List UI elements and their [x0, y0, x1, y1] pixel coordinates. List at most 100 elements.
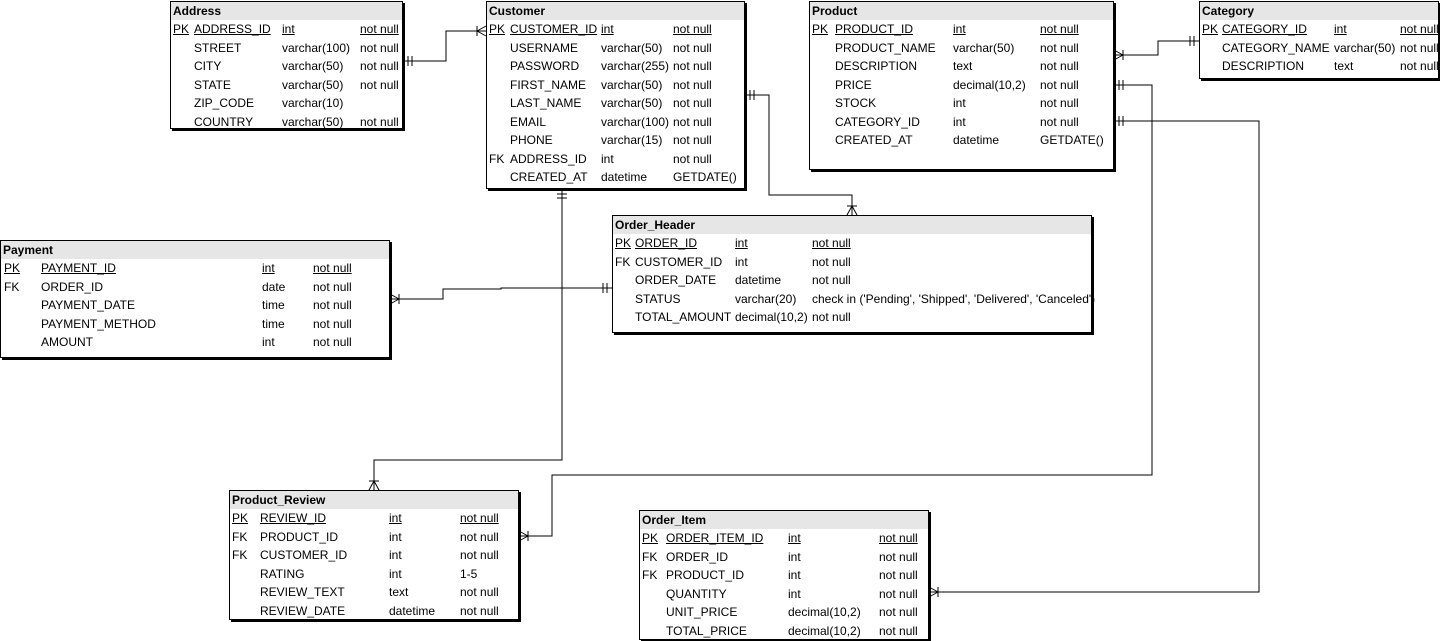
column-constraint: not null: [313, 316, 352, 331]
column-key: FK: [4, 279, 20, 294]
column-constraint: not null: [360, 114, 399, 129]
column-constraint: check in ('Pending', 'Shipped', 'Deliver…: [812, 291, 1096, 306]
column-name: DESCRIPTION: [835, 59, 918, 73]
column-name: ORDER_DATE: [635, 273, 717, 287]
column-name: AMOUNT: [41, 335, 93, 349]
column-type: varchar(50): [282, 77, 344, 92]
column-constraint: not null: [812, 310, 851, 324]
column-name: CUSTOMER_ID: [635, 254, 723, 269]
column-name: PRICE: [835, 77, 872, 92]
column-constraint: not null: [1400, 59, 1439, 73]
link-customer-product-review: [373, 189, 563, 490]
column-key: PK: [642, 531, 659, 545]
column-type: int: [735, 236, 748, 250]
column-constraint: not null: [812, 254, 851, 269]
column-type: time: [262, 298, 285, 312]
link-payment-order-header: [390, 287, 612, 300]
column-name: ORDER_ID: [635, 236, 698, 250]
column-name: PAYMENT_ID: [41, 261, 116, 275]
column-constraint: not null: [460, 603, 499, 618]
column-constraint: not null: [673, 114, 712, 129]
column-name: REVIEW_ID: [260, 511, 327, 525]
column-name: UNIT_PRICE: [666, 605, 738, 619]
column-type: varchar(10): [282, 96, 344, 110]
column-name: CATEGORY_ID: [835, 114, 920, 129]
column-type: int: [601, 151, 614, 166]
column-type: int: [788, 549, 801, 564]
column-constraint: not null: [360, 40, 399, 55]
column-constraint: not null: [673, 22, 712, 36]
many-marker: [476, 25, 487, 32]
many-marker: [373, 480, 380, 491]
column-type: varchar(255): [601, 59, 670, 73]
column-type: varchar(50): [601, 96, 663, 110]
column-name: REVIEW_DATE: [260, 603, 346, 618]
column-name: ADDRESS_ID: [510, 151, 587, 166]
column-type: varchar(50): [601, 40, 663, 55]
column-name: CUSTOMER_ID: [260, 548, 348, 562]
column-type: decimal(10,2): [953, 77, 1026, 92]
column-type: int: [389, 529, 402, 544]
table-title: Product_Review: [230, 491, 518, 509]
column-type: varchar(50): [953, 40, 1015, 55]
column-constraint: not null: [1040, 40, 1079, 55]
column-name: PRODUCT_ID: [260, 529, 339, 544]
